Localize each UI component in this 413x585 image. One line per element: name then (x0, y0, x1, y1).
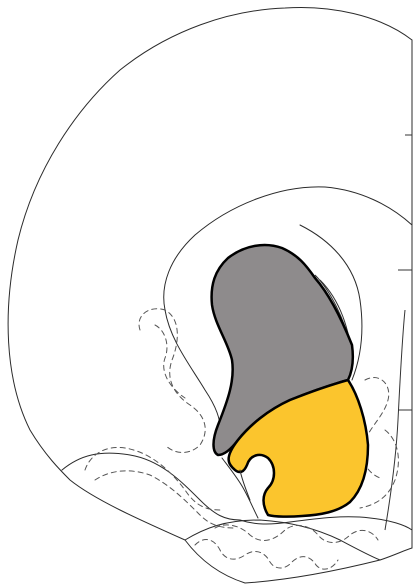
dashed-boundary-bottom (195, 540, 338, 570)
dashed-boundary-ventral-2 (95, 471, 235, 528)
dashed-boundary-left (139, 309, 205, 453)
dashed-boundary-bottom-2 (215, 525, 378, 543)
dashed-boundary-left-2 (155, 325, 185, 398)
dashed-boundary-ventral (85, 447, 220, 510)
ventral-outline-2 (185, 520, 380, 560)
fiber-tract-3 (385, 310, 405, 530)
